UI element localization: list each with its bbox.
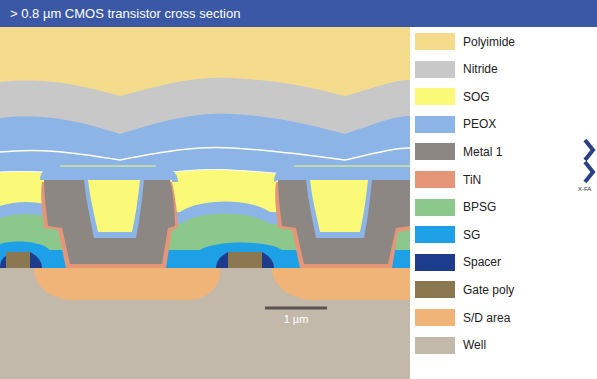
legend-text: Polyimide (463, 35, 515, 49)
legend-text: Gate poly (463, 283, 514, 297)
legend-text: Metal 1 (463, 145, 502, 159)
legend-text: S/D area (463, 311, 510, 325)
legend-swatch (415, 116, 455, 133)
legend-swatch (415, 171, 455, 188)
legend-swatch (415, 309, 455, 326)
legend-swatch (415, 61, 455, 78)
legend-swatch (415, 281, 455, 298)
legend-swatch (415, 254, 455, 271)
legend-text: TiN (463, 173, 481, 187)
legend-swatch (415, 199, 455, 216)
legend-swatch (415, 88, 455, 105)
legend-swatch (415, 143, 455, 160)
scale-label: 1 µm (284, 313, 309, 325)
logo-text: X-FA (578, 186, 591, 192)
legend-text: SOG (463, 90, 490, 104)
legend-swatch (415, 337, 455, 354)
legend-text: Spacer (463, 255, 501, 269)
diagram-title: > 0.8 µm CMOS transistor cross section (10, 6, 240, 21)
legend-text: SG (463, 228, 480, 242)
legend-text: Well (463, 338, 486, 352)
legend-swatch (415, 33, 455, 50)
legend-text: BPSG (463, 200, 496, 214)
legend-swatch (415, 226, 455, 243)
legend-text: Nitride (463, 62, 498, 76)
legend-text: PEOX (463, 117, 496, 131)
